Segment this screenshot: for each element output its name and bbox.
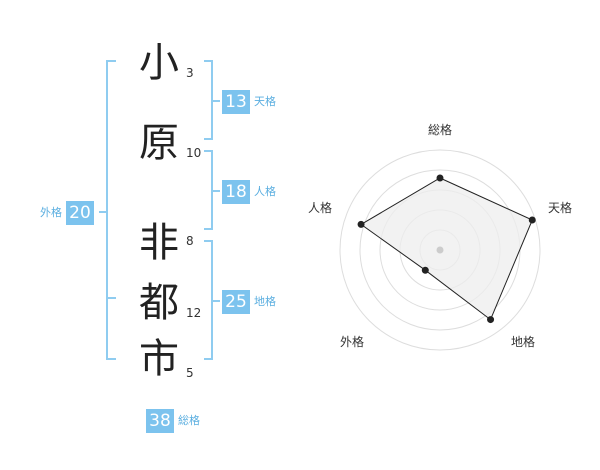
radar-point-3 <box>487 316 495 324</box>
radar-axis-label-soukaku: 総格 <box>428 123 453 137</box>
fortune-radar-chart <box>339 149 541 351</box>
gaikaku-badge: 20 外格 <box>40 201 94 225</box>
stroke-count-3: 8 <box>186 234 194 248</box>
radar-point-2 <box>528 216 536 224</box>
chikaku-label: 地格 <box>254 295 276 308</box>
radar-axis-label-tenkaku: 天格 <box>548 201 573 215</box>
name-char-4: 都 <box>139 280 179 326</box>
soukaku-value: 38 <box>146 409 174 433</box>
gaikaku-bracket <box>106 60 116 360</box>
radar-center-dot <box>436 246 444 254</box>
name-char-1: 小 <box>139 40 179 86</box>
name-char-2: 原 <box>139 120 179 166</box>
radar-axis-label-chikaku: 地格 <box>511 335 536 349</box>
chikaku-bracket-tick <box>212 300 220 302</box>
radar-point-1 <box>436 174 444 182</box>
gaikaku-bracket-tick <box>99 211 107 213</box>
soukaku-label: 総格 <box>178 414 200 427</box>
chikaku-badge: 25 地格 <box>222 290 276 314</box>
radar-series-polygon <box>360 177 533 321</box>
jinkaku-label: 人格 <box>254 185 276 198</box>
radar-point-5 <box>357 220 365 228</box>
name-char-5: 市 <box>139 336 179 382</box>
stroke-count-4: 12 <box>186 306 202 320</box>
gaikaku-value: 20 <box>66 201 94 225</box>
gaikaku-label: 外格 <box>40 206 62 219</box>
stroke-count-1: 3 <box>186 66 194 80</box>
tenkaku-badge: 13 天格 <box>222 90 276 114</box>
radar-axis-label-jinkaku: 人格 <box>308 201 333 215</box>
chikaku-value: 25 <box>222 290 250 314</box>
radar-point-4 <box>421 266 429 274</box>
tenkaku-value: 13 <box>222 90 250 114</box>
soukaku-badge: 38 総格 <box>146 409 200 433</box>
stroke-count-2: 10 <box>186 146 202 160</box>
tenkaku-label: 天格 <box>254 95 276 108</box>
name-char-3: 非 <box>139 220 179 266</box>
jinkaku-value: 18 <box>222 180 250 204</box>
stroke-count-5: 5 <box>186 366 194 380</box>
radar-axis-label-gaikaku: 外格 <box>340 335 365 349</box>
gaikaku-bracket-divider <box>106 297 116 299</box>
jinkaku-bracket-tick <box>212 190 220 192</box>
tenkaku-bracket-tick <box>212 100 220 102</box>
jinkaku-badge: 18 人格 <box>222 180 276 204</box>
